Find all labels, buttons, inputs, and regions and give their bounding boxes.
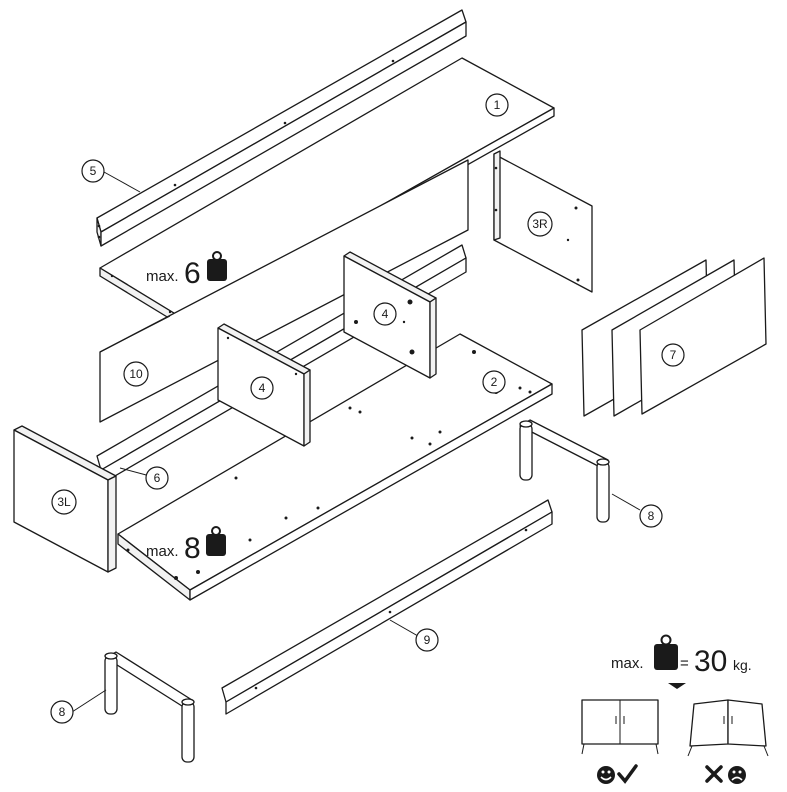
- svg-text:5: 5: [90, 164, 97, 178]
- svg-text:8: 8: [648, 509, 655, 523]
- svg-text:2: 2: [491, 375, 498, 389]
- panel-5: [96, 9, 467, 247]
- callout-4-back: 4: [373, 302, 397, 326]
- cabinet-wrong: [687, 699, 769, 757]
- callout-10: 10: [123, 361, 149, 387]
- callout-1: 1: [485, 93, 509, 117]
- callout-8-right: 8: [639, 504, 663, 528]
- smiley-icon: [597, 766, 615, 784]
- weight-icon: [206, 526, 226, 556]
- svg-text:8: 8: [184, 532, 201, 565]
- svg-text:=: =: [680, 655, 689, 672]
- load-label-bottom: max. 8: [146, 526, 226, 565]
- cabinet-load-label: max. = 30 kg.: [611, 634, 752, 689]
- callout-4-front: 4: [250, 376, 274, 400]
- callout-9: 9: [415, 628, 439, 652]
- svg-text:max.: max.: [146, 543, 179, 560]
- panel-2: [117, 333, 553, 601]
- callout-8-left: 8: [50, 700, 74, 724]
- svg-text:8: 8: [59, 705, 66, 719]
- panel-10: [99, 159, 469, 423]
- down-arrow-icon: [668, 683, 686, 689]
- svg-text:4: 4: [259, 381, 266, 395]
- svg-text:3R: 3R: [532, 217, 548, 231]
- checkmark-icon: [617, 764, 638, 784]
- svg-text:max.: max.: [146, 268, 179, 285]
- svg-text:7: 7: [670, 348, 677, 362]
- load-label-top: max. 6: [146, 251, 227, 290]
- callout-3R: 3R: [527, 211, 553, 237]
- svg-text:6: 6: [154, 471, 161, 485]
- svg-text:1: 1: [494, 98, 501, 112]
- svg-text:6: 6: [184, 257, 201, 290]
- leg-frame-8-left: [71, 651, 195, 763]
- panel-7-doors: [581, 257, 767, 417]
- callout-6: 6: [145, 466, 169, 490]
- callout-5: 5: [81, 159, 105, 183]
- panel-9: [221, 499, 553, 715]
- callout-2: 2: [482, 370, 506, 394]
- frown-icon: [728, 766, 746, 784]
- svg-text:30: 30: [694, 645, 727, 678]
- svg-text:4: 4: [382, 307, 389, 321]
- callout-3L: 3L: [51, 489, 77, 515]
- svg-text:kg.: kg.: [733, 657, 752, 673]
- weight-icon: [654, 634, 678, 670]
- cabinet-correct: [581, 699, 659, 755]
- cross-icon: [705, 765, 723, 783]
- weight-icon: [207, 251, 227, 281]
- leg-frame-8-right: [519, 419, 641, 523]
- svg-text:9: 9: [424, 633, 431, 647]
- svg-text:10: 10: [129, 367, 143, 381]
- callout-7: 7: [661, 343, 685, 367]
- svg-text:3L: 3L: [57, 495, 71, 509]
- svg-text:max.: max.: [611, 655, 644, 672]
